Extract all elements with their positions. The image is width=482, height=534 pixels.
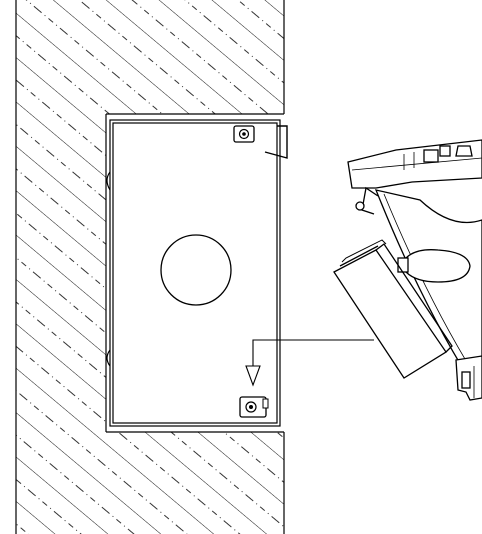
arrow-down-icon <box>245 339 374 387</box>
lower-screw-tab <box>239 396 269 418</box>
spring-clip <box>264 125 288 159</box>
cable-entry-knockout <box>160 234 232 306</box>
camera-module <box>333 139 482 401</box>
upper-screw-tab <box>233 125 255 143</box>
